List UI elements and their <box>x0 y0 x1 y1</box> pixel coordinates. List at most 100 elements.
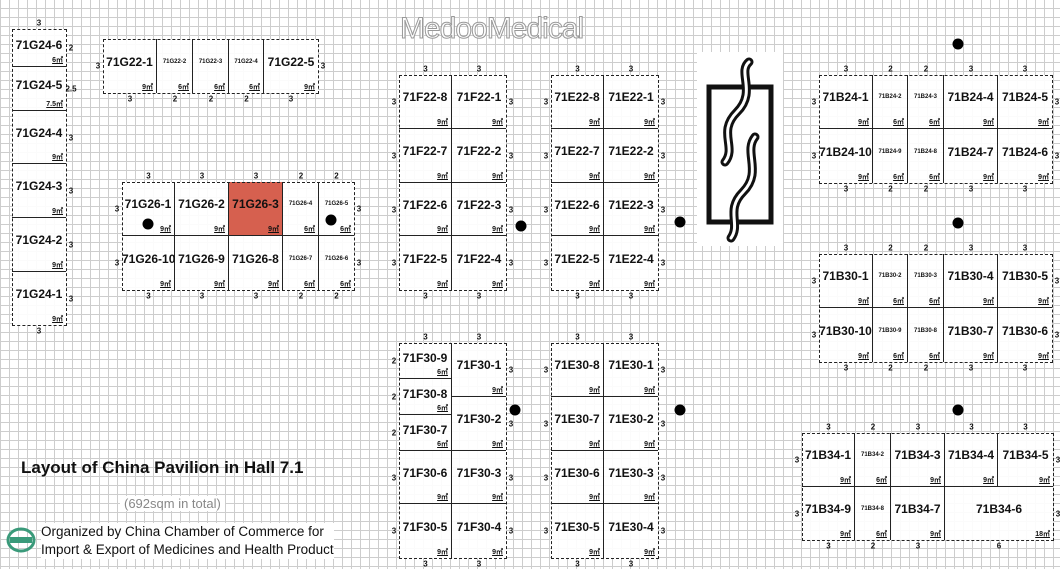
booth-id: 71B30-7 <box>947 323 994 338</box>
dimension-label: 3 <box>543 473 549 482</box>
booth-id: 71G26-10 <box>122 251 176 266</box>
dimension-label: 2 <box>923 184 929 194</box>
dimension-label: 3 <box>391 151 397 161</box>
dimension-label: 3 <box>811 151 817 161</box>
booth-id: 71B30-4 <box>947 269 994 284</box>
booth-area: 9㎡ <box>858 353 869 360</box>
booth-area: 9㎡ <box>52 208 63 215</box>
booth-id: 71G26-7 <box>288 255 313 262</box>
booth-id: 71F30-4 <box>456 519 502 534</box>
booth-id: 71G24-2 <box>15 233 63 248</box>
watermark: MedooMedical <box>399 12 584 46</box>
dimension-label: 3 <box>320 61 326 71</box>
booth-id: 71G24-1 <box>15 287 63 302</box>
dimension-label: 3 <box>811 97 817 107</box>
booth-id: 71B30-1 <box>822 269 869 284</box>
dimension-label: 3 <box>628 559 634 569</box>
